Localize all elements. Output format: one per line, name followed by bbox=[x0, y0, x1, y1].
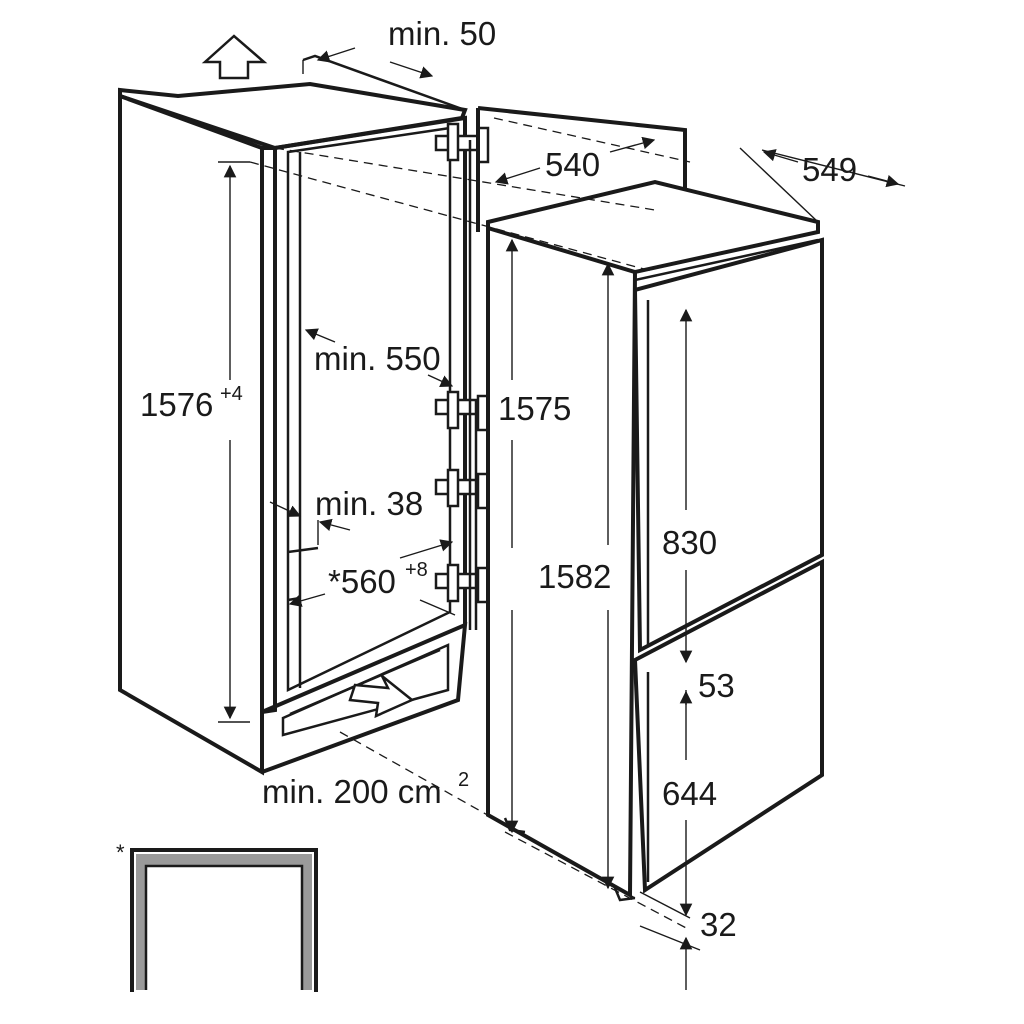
footnote-detail: * bbox=[116, 840, 318, 992]
label-1582: 1582 bbox=[538, 558, 611, 595]
footnote-asterisk: * bbox=[116, 840, 125, 865]
label-830: 830 bbox=[662, 524, 717, 561]
label-560: *560 bbox=[328, 563, 396, 600]
label-1576-tolerance: +4 bbox=[220, 383, 243, 405]
label-540: 540 bbox=[545, 146, 600, 183]
label-min-38: min. 38 bbox=[315, 485, 423, 522]
label-min-550: min. 550 bbox=[314, 340, 441, 377]
fridge-appliance bbox=[486, 179, 824, 902]
niche-cabinet bbox=[118, 34, 468, 776]
label-549: 549 bbox=[802, 151, 857, 188]
label-560-tolerance: +8 bbox=[405, 559, 428, 581]
hinge-icon bbox=[434, 563, 490, 604]
dimension-arrows bbox=[218, 47, 900, 990]
label-1576: 1576 bbox=[140, 386, 213, 423]
reference-lines bbox=[249, 117, 906, 931]
hinge-icon bbox=[434, 468, 490, 510]
label-53: 53 bbox=[698, 667, 735, 704]
hinge-icon bbox=[434, 390, 490, 432]
label-32: 32 bbox=[700, 906, 737, 943]
label-vent-area-exponent: 2 bbox=[458, 769, 469, 791]
furniture-door bbox=[476, 106, 687, 232]
dimension-labels: min. 50 540 549 1576 +4 min. 550 1575 mi… bbox=[140, 15, 857, 943]
airflow-arrow-icon bbox=[348, 675, 415, 719]
up-arrow-icon bbox=[201, 34, 268, 80]
label-644: 644 bbox=[662, 775, 717, 812]
label-1575: 1575 bbox=[498, 390, 571, 427]
hinges bbox=[434, 122, 490, 630]
label-min-50: min. 50 bbox=[388, 15, 496, 52]
label-vent-area: min. 200 cm bbox=[262, 773, 442, 810]
